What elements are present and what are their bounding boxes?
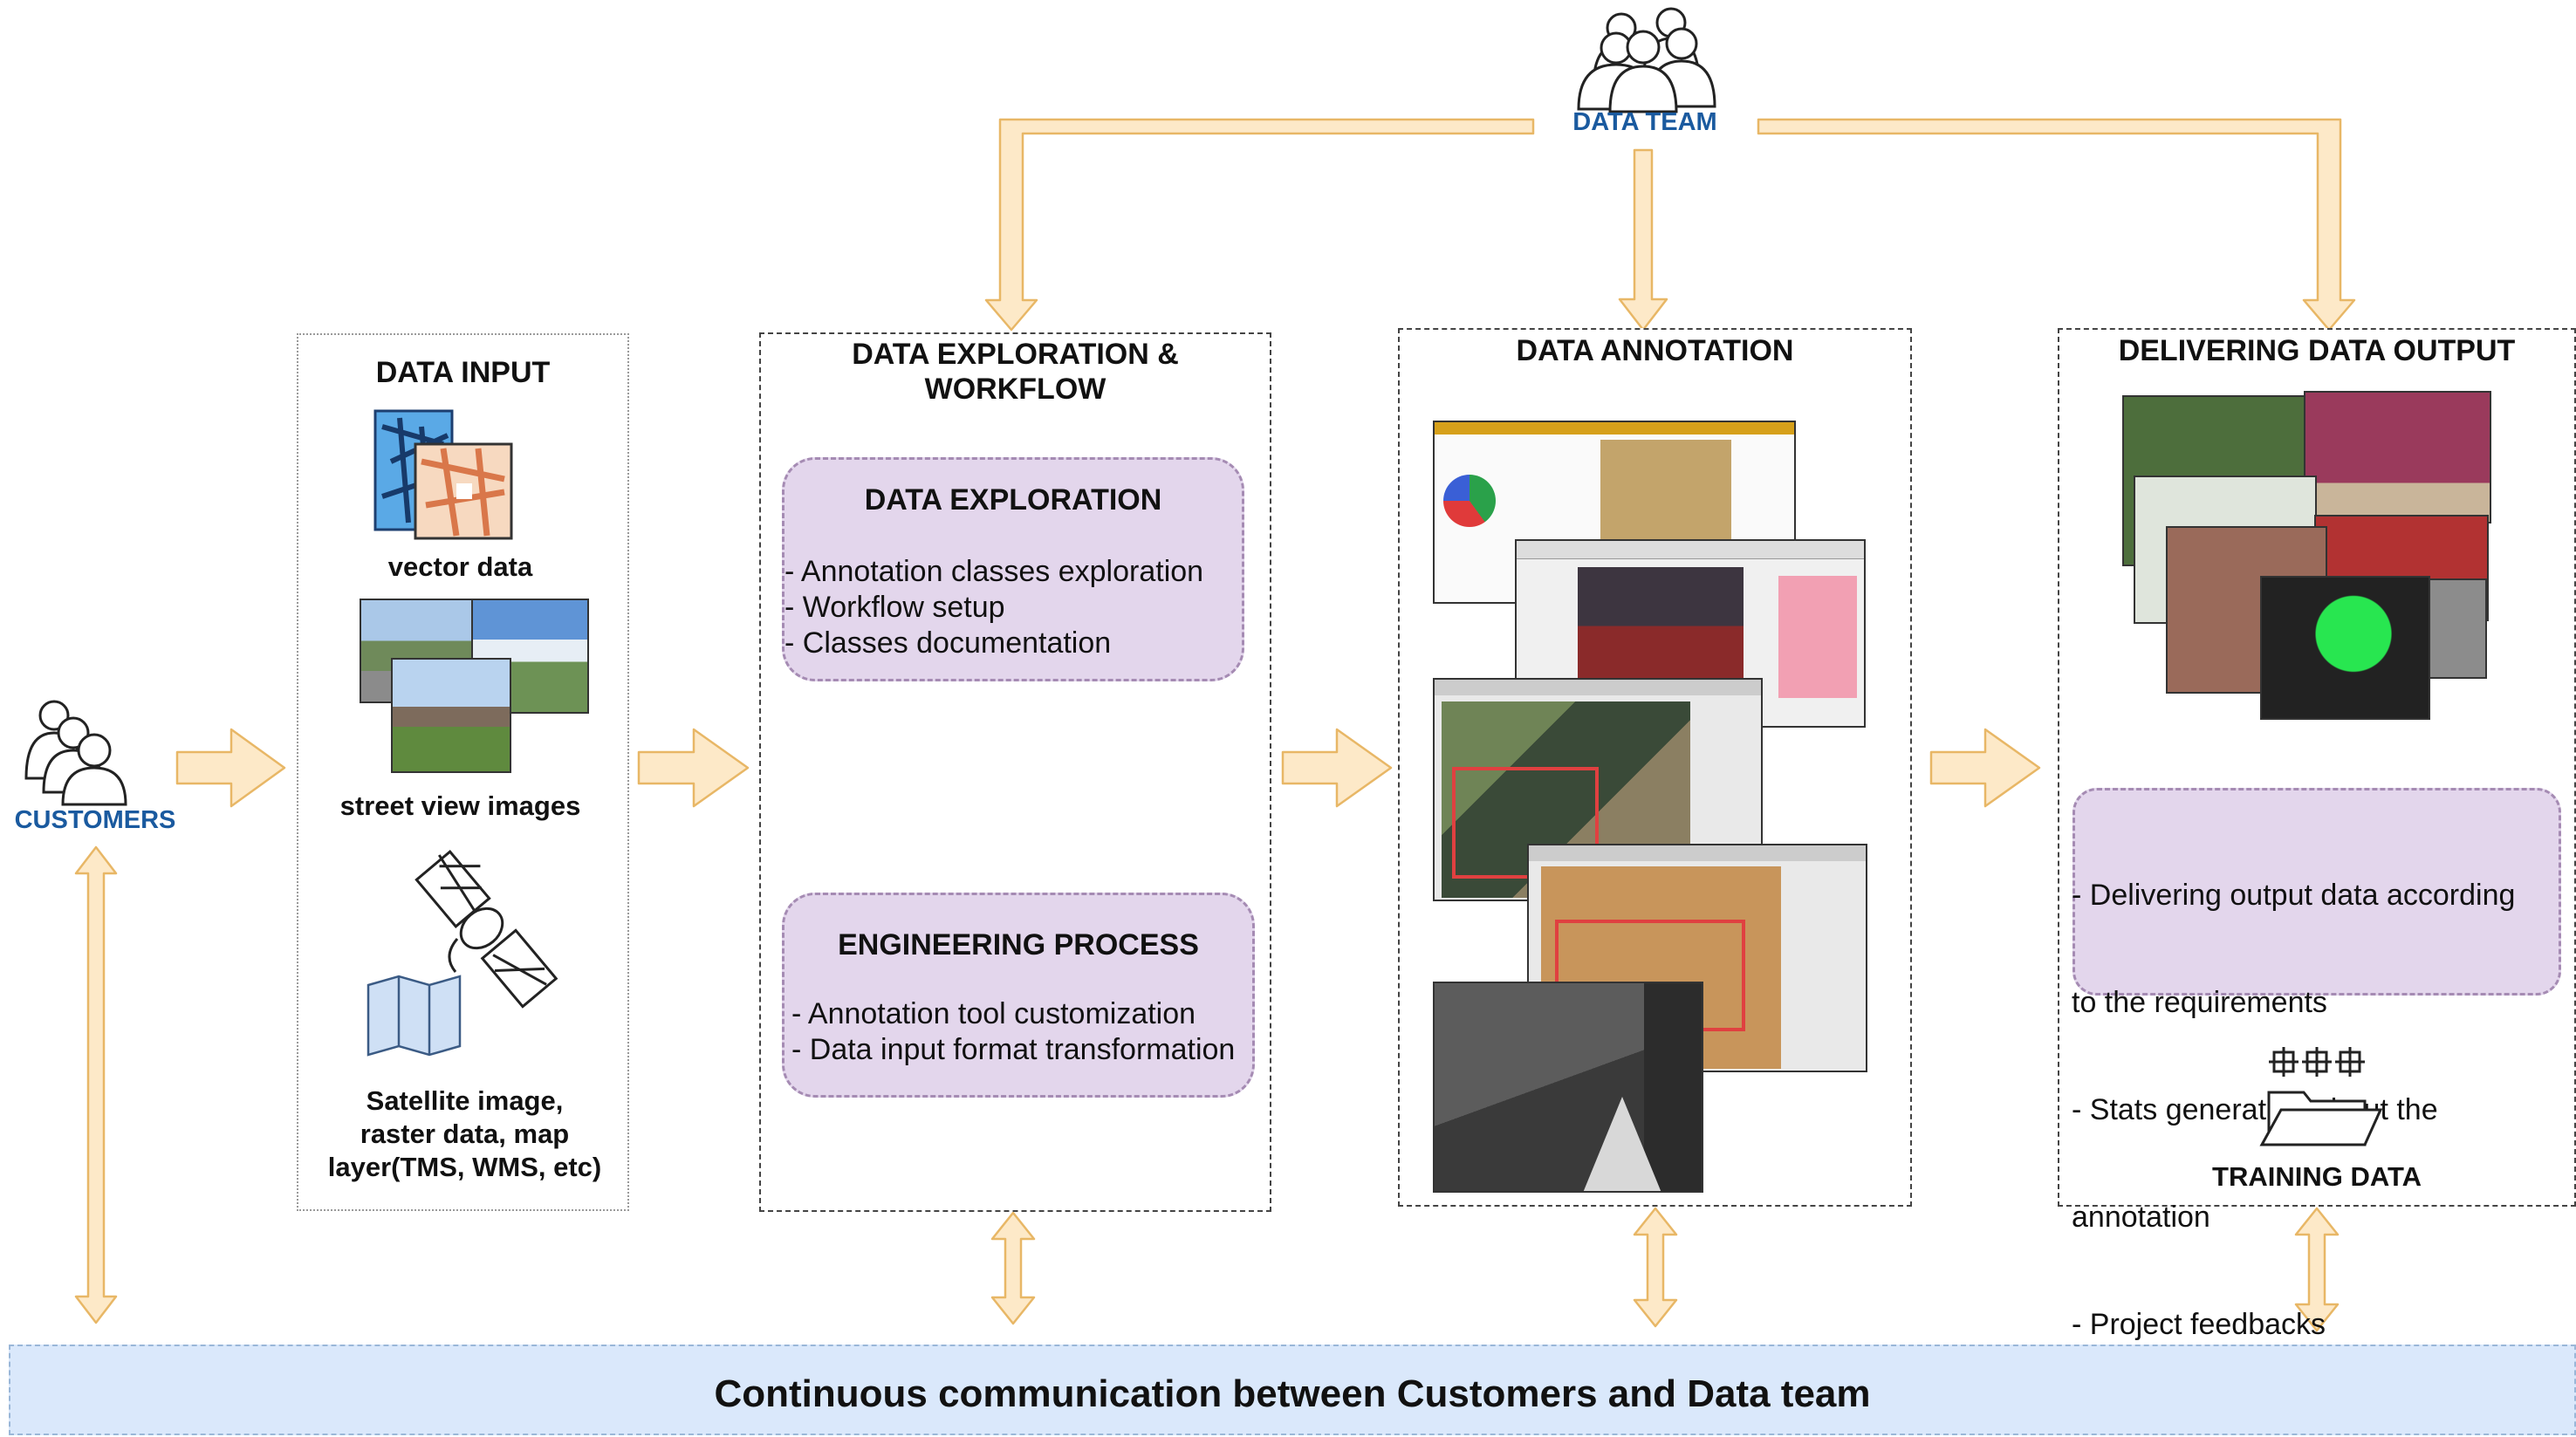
data-input-panel: DATA INPUT vector data street view image… bbox=[297, 333, 629, 1211]
arrow-customers-footer-double bbox=[74, 845, 118, 1324]
list-item: to the requirements bbox=[2072, 986, 2327, 1019]
data-team-people-icon bbox=[1577, 7, 1716, 113]
training-data-caption: TRAINING DATA bbox=[2212, 1161, 2422, 1192]
exploration-title-line-1: DATA EXPLORATION & bbox=[852, 338, 1179, 371]
output-title: DELIVERING DATA OUTPUT bbox=[2118, 334, 2516, 367]
list-item: annotation bbox=[2072, 1201, 2210, 1234]
folder-chip-icon bbox=[2259, 1047, 2383, 1152]
satellite-caption-line-2: raster data, map bbox=[360, 1119, 570, 1149]
list-item: - Annotation classes exploration bbox=[784, 555, 1204, 588]
data-exploration-card-title: DATA EXPLORATION bbox=[864, 483, 1162, 517]
satellite-map-icon bbox=[360, 850, 595, 1068]
data-exploration-list: - Annotation classes exploration - Workf… bbox=[784, 554, 1203, 661]
engineering-process-card: ENGINEERING PROCESS - Annotation tool cu… bbox=[782, 893, 1255, 1098]
street-view-photo bbox=[391, 658, 511, 773]
engineering-card-title: ENGINEERING PROCESS bbox=[838, 928, 1199, 961]
list-item: - Delivering output data according bbox=[2072, 879, 2516, 912]
annotation-title: DATA ANNOTATION bbox=[1516, 334, 1794, 367]
arrow-output-footer-double bbox=[2294, 1207, 2340, 1332]
vector-map-icon bbox=[373, 409, 517, 540]
satellite-caption: Satellite image, raster data, map layer(… bbox=[298, 1085, 631, 1184]
exploration-title: DATA EXPLORATION & WORKFLOW bbox=[761, 337, 1270, 407]
data-team-label: DATA TEAM bbox=[1572, 108, 1717, 136]
annotation-tool-screenshot bbox=[1433, 982, 1703, 1193]
customers-label: CUSTOMERS bbox=[14, 806, 176, 834]
arrow-exploration-to-annotation bbox=[1281, 728, 1393, 808]
output-image bbox=[2260, 576, 2430, 720]
arrow-annotation-footer-double bbox=[1633, 1207, 1678, 1328]
communication-footer: Continuous communication between Custome… bbox=[9, 1345, 2576, 1435]
satellite-caption-line-1: Satellite image, bbox=[366, 1085, 564, 1116]
arrow-customers-to-input bbox=[175, 728, 286, 808]
list-item: - Classes documentation bbox=[784, 626, 1112, 660]
data-input-title: DATA INPUT bbox=[375, 356, 551, 389]
output-details-card: - Delivering output data according to th… bbox=[2072, 788, 2561, 1341]
customers-people-icon bbox=[24, 700, 127, 806]
list-item: - Annotation tool customization bbox=[791, 997, 1196, 1030]
list-item: - Workflow setup bbox=[784, 591, 1005, 624]
list-item: - Project feedbacks bbox=[2072, 1308, 2326, 1341]
satellite-caption-line-3: layer(TMS, WMS, etc) bbox=[327, 1152, 602, 1182]
exploration-title-line-2: WORKFLOW bbox=[924, 373, 1106, 406]
arrow-datateam-to-annotation bbox=[1618, 148, 1668, 332]
data-exploration-card: DATA EXPLORATION - Annotation classes ex… bbox=[782, 457, 1244, 681]
arrow-datateam-to-output bbox=[1757, 118, 2356, 332]
arrow-exploration-footer-double bbox=[990, 1211, 1036, 1325]
engineering-list: - Annotation tool customization - Data i… bbox=[791, 996, 1235, 1068]
communication-footer-text: Continuous communication between Custome… bbox=[714, 1372, 1871, 1415]
arrow-datateam-to-exploration bbox=[984, 118, 1535, 332]
output-image bbox=[2304, 391, 2491, 523]
arrow-annotation-to-output bbox=[1929, 728, 2041, 808]
output-details-list: - Delivering output data according to th… bbox=[2072, 806, 2515, 1414]
list-item: - Data input format transformation bbox=[791, 1033, 1236, 1066]
arrow-input-to-exploration bbox=[637, 728, 750, 808]
vector-data-caption: vector data bbox=[387, 551, 533, 582]
street-view-caption: street view images bbox=[339, 790, 581, 821]
